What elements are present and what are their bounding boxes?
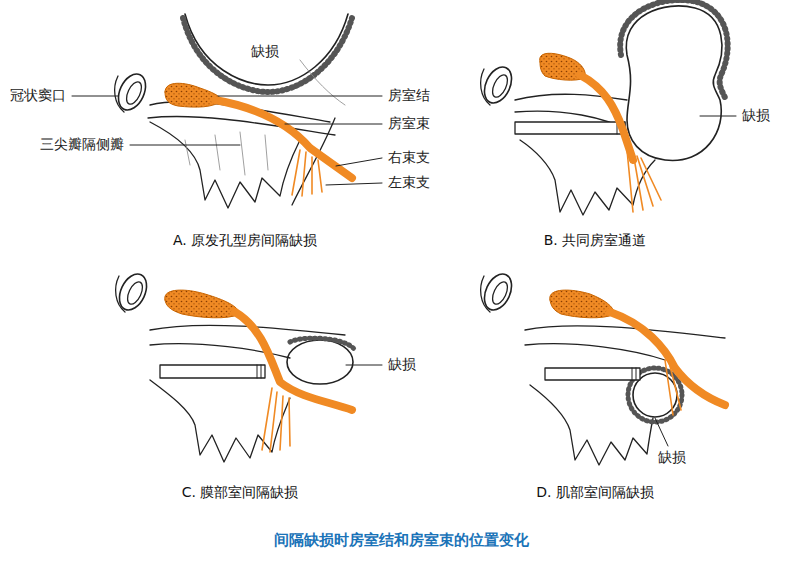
defect-label: 缺损 bbox=[251, 44, 279, 59]
structure-label: 房室结 bbox=[388, 88, 430, 103]
panel-c bbox=[114, 270, 355, 462]
panel-caption: D. 肌部室间隔缺损 bbox=[536, 485, 654, 500]
defect-label: 缺损 bbox=[658, 450, 686, 465]
leader-lines bbox=[72, 96, 736, 446]
defect-label: 缺损 bbox=[388, 357, 416, 372]
defect-label: 缺损 bbox=[742, 108, 770, 123]
structure-label: 房室束 bbox=[388, 116, 430, 131]
panel-caption: B. 共同房室通道 bbox=[544, 233, 647, 248]
panel-d bbox=[479, 270, 725, 465]
panel-a bbox=[113, 14, 352, 208]
panel-caption: A. 原发孔型房间隔缺损 bbox=[173, 233, 317, 248]
panel-b bbox=[479, 0, 728, 215]
structure-label: 左束支 bbox=[388, 175, 430, 190]
structure-label: 冠状窦口 bbox=[10, 88, 66, 103]
structure-label: 右束支 bbox=[388, 150, 430, 165]
panel-caption: C. 膜部室间隔缺损 bbox=[182, 485, 299, 500]
structure-label: 三尖瓣隔侧瓣 bbox=[40, 137, 124, 152]
figure-caption: 间隔缺损时房室结和房室束的位置变化 bbox=[274, 532, 529, 549]
